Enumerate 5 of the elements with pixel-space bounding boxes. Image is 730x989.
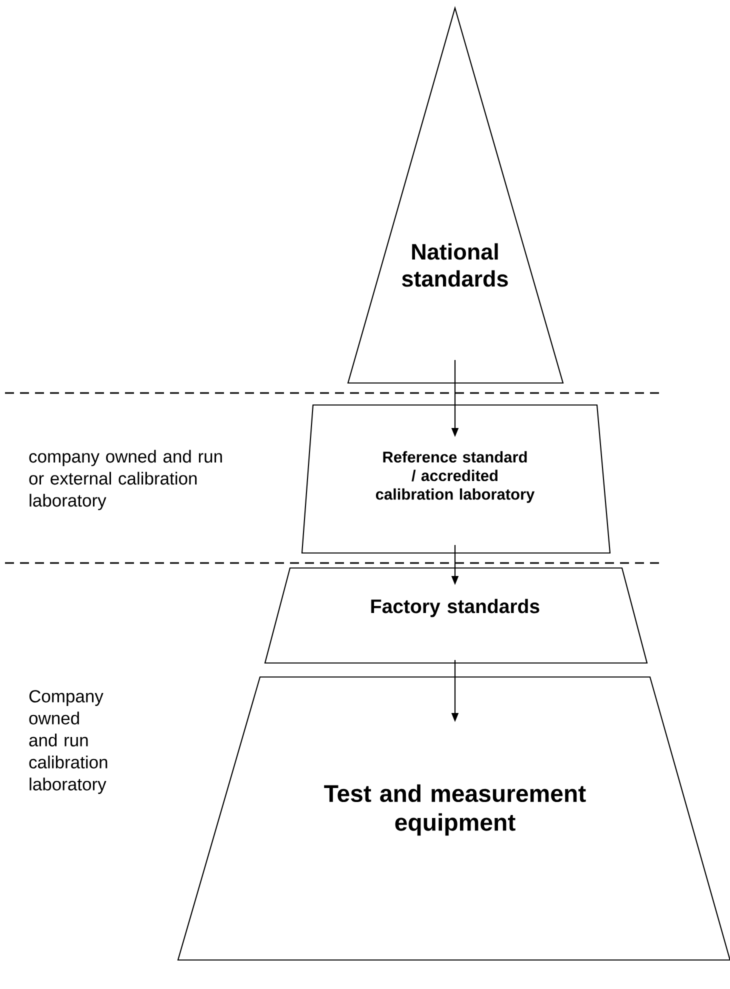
pyramid-tier: Reference standard / accredited calibration laboratory xyxy=(301,404,611,554)
side-note: company owned and run or external calibration laboratory xyxy=(29,450,222,510)
pyramid-base: Test and measurement equipment xyxy=(177,676,730,961)
side-note: Company owned and run calibration laboratory xyxy=(29,690,108,794)
pyramid-tier: Factory standards xyxy=(264,567,648,664)
